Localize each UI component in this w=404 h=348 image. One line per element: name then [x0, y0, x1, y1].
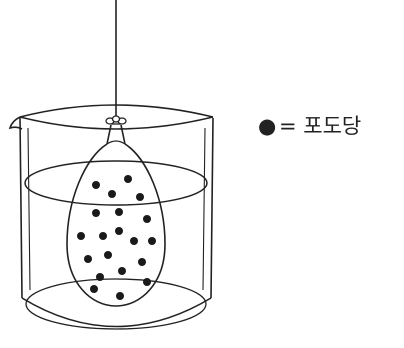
glucose-dot [90, 285, 98, 293]
beaker-inner-right-wall [202, 127, 206, 291]
legend-marker: ● [258, 114, 276, 138]
tie-knot [105, 115, 127, 125]
glucose-dot [138, 258, 146, 266]
dialysis-bag [66, 124, 166, 307]
bag-body [66, 143, 166, 307]
glucose-dot [143, 278, 151, 286]
water-surface [24, 160, 208, 206]
glucose-dot [148, 237, 156, 245]
glucose-dot [115, 208, 123, 216]
glucose-dot [136, 193, 144, 201]
glucose-dot [99, 232, 107, 240]
glucose-dot [92, 181, 100, 189]
beaker-inner-left-wall [27, 127, 31, 291]
glucose-dot [77, 232, 85, 240]
glucose-dot [108, 190, 116, 198]
bag-neck [106, 124, 126, 145]
beaker-left-wall [19, 117, 23, 299]
glucose-dot [84, 255, 92, 263]
beaker-bottom [21, 297, 212, 328]
beaker-spout [8, 116, 23, 130]
beaker-rim-front [19, 116, 214, 130]
glucose-dot [124, 175, 132, 183]
glucose-molecules [77, 175, 156, 300]
glucose-dot [92, 209, 100, 217]
beaker [8, 104, 214, 330]
glucose-dot [104, 251, 112, 259]
glucose-dot [118, 267, 126, 275]
glucose-dot [115, 227, 123, 235]
bag-fold [106, 140, 126, 145]
glucose-dot [96, 273, 104, 281]
legend-label: = 포도당 [279, 114, 361, 138]
beaker-inner-bottom [25, 278, 207, 330]
glucose-dot [116, 292, 124, 300]
glucose-dot [130, 237, 138, 245]
beaker-right-wall [210, 117, 214, 299]
glucose-dot [143, 215, 151, 223]
legend: ● = 포도당 [258, 114, 361, 138]
